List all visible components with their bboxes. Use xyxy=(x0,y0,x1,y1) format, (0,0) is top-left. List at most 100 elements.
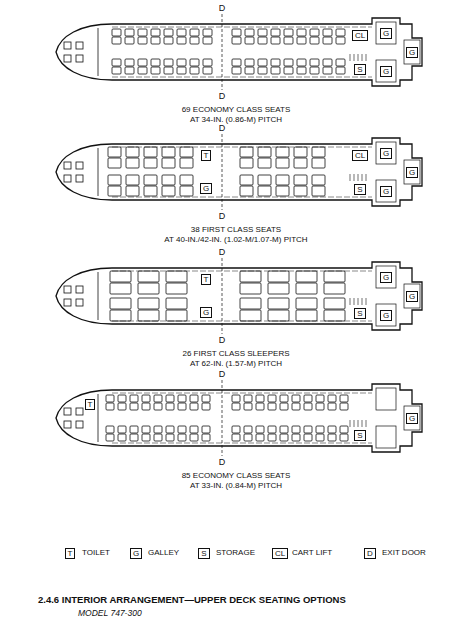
seat xyxy=(310,37,319,44)
area-marker: G xyxy=(380,66,392,77)
seat xyxy=(106,395,114,402)
seat xyxy=(276,158,289,168)
galley-outline xyxy=(376,426,396,448)
seat xyxy=(276,186,289,196)
seat xyxy=(245,29,254,36)
seat xyxy=(280,426,288,433)
plan-drawing xyxy=(56,134,422,210)
seat xyxy=(284,37,293,44)
seat xyxy=(268,395,276,402)
stair-step xyxy=(362,298,363,305)
seat xyxy=(256,426,264,433)
seat xyxy=(268,298,289,309)
area-letter: G xyxy=(409,292,415,301)
fuselage-outline xyxy=(56,262,422,330)
area-marker: S xyxy=(354,308,365,319)
seat xyxy=(284,29,293,36)
legend-symbol: T xyxy=(65,548,76,559)
seat xyxy=(336,29,345,36)
cabin-wall xyxy=(112,27,372,28)
fuselage-outline xyxy=(56,384,422,452)
seat xyxy=(110,283,131,294)
seat xyxy=(151,37,160,44)
seat xyxy=(268,426,276,433)
fuselage-outline xyxy=(56,138,422,206)
seat xyxy=(280,403,288,410)
seat xyxy=(268,271,289,282)
seat xyxy=(232,37,241,44)
seat xyxy=(138,29,147,36)
legend-text: EXIT DOOR xyxy=(382,548,426,558)
seat xyxy=(296,310,317,321)
seat xyxy=(178,395,186,402)
figure-caption: MODEL 747-300 xyxy=(78,608,142,618)
seat xyxy=(336,67,345,74)
seat xyxy=(232,67,241,74)
area-marker: G xyxy=(406,413,418,424)
seat xyxy=(316,434,324,441)
seat xyxy=(203,37,212,44)
plan-caption: AT 40-IN./42-IN. (1.02-M/1.07-M) PITCH xyxy=(164,235,307,245)
seat xyxy=(126,158,139,168)
seat xyxy=(280,434,288,441)
seat xyxy=(258,186,271,196)
seat xyxy=(106,426,114,433)
cockpit-seat xyxy=(76,175,83,182)
area-marker: T xyxy=(85,399,96,410)
seat xyxy=(328,426,336,433)
seat xyxy=(203,29,212,36)
seat xyxy=(312,147,325,157)
seat xyxy=(256,434,264,441)
seat xyxy=(164,67,173,74)
door-letter: D xyxy=(218,123,227,133)
seat xyxy=(328,395,336,402)
seat xyxy=(258,37,267,44)
seat xyxy=(310,67,319,74)
seat xyxy=(324,271,345,282)
seat xyxy=(232,434,240,441)
plan-caption: 26 FIRST CLASS SLEEPERS xyxy=(182,349,289,359)
plan-drawing xyxy=(56,380,422,456)
seat xyxy=(271,37,280,44)
seat xyxy=(190,426,198,433)
legend-text: GALLEY xyxy=(148,548,179,558)
cockpit-seat xyxy=(64,175,71,182)
stair-step xyxy=(362,420,363,427)
area-marker: G xyxy=(380,148,392,159)
seat xyxy=(106,434,114,441)
legend-symbol: D xyxy=(364,548,376,559)
seat xyxy=(240,175,253,185)
cockpit-seat xyxy=(76,162,83,169)
seat xyxy=(126,186,139,196)
seat xyxy=(177,29,186,36)
area-marker: G xyxy=(380,28,392,39)
exit-door-line xyxy=(222,380,223,456)
plan-drawing xyxy=(56,258,422,334)
bulkhead xyxy=(98,148,99,196)
seat xyxy=(324,298,345,309)
seat xyxy=(310,29,319,36)
area-marker: G xyxy=(200,307,212,318)
seat xyxy=(203,67,212,74)
door-letter: D xyxy=(218,335,227,345)
seat xyxy=(130,403,138,410)
cockpit-seat xyxy=(76,299,83,306)
seat xyxy=(164,37,173,44)
seat xyxy=(340,395,348,402)
seat xyxy=(292,426,300,433)
area-letter: CL xyxy=(355,31,365,40)
seat xyxy=(126,147,139,157)
area-letter: G xyxy=(383,29,389,38)
seat xyxy=(138,283,159,294)
seat xyxy=(292,434,300,441)
seat xyxy=(190,395,198,402)
stair-step xyxy=(358,298,359,305)
galley-outline xyxy=(404,160,420,184)
area-letter: T xyxy=(204,275,209,284)
seat xyxy=(108,147,121,157)
seat xyxy=(202,426,210,433)
seat xyxy=(154,395,162,402)
seat xyxy=(125,67,134,74)
